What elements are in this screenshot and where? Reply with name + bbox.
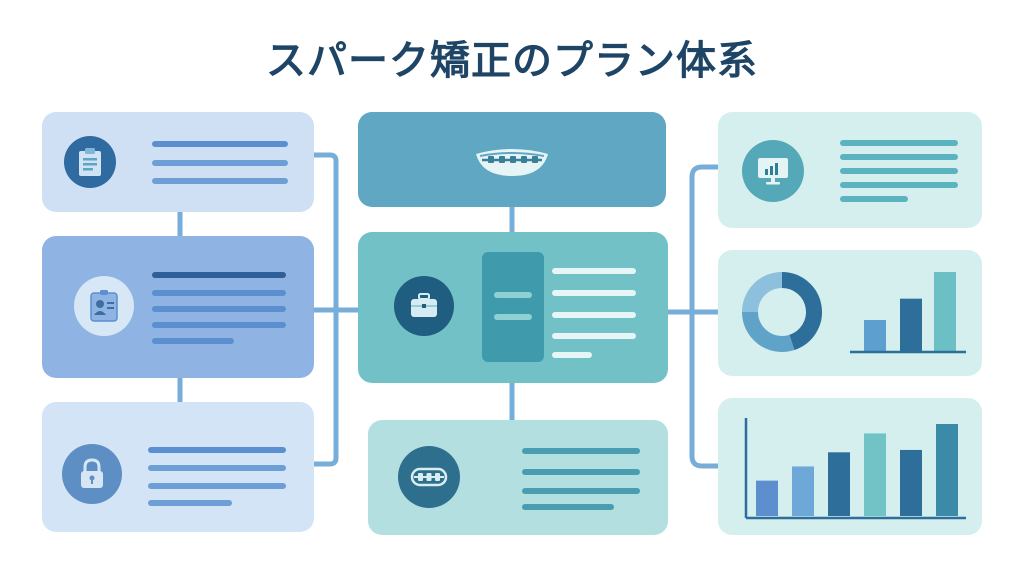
text-line	[552, 312, 636, 318]
briefcase-icon	[394, 276, 454, 336]
text-line	[152, 338, 234, 344]
center-card-main	[358, 232, 668, 383]
left-card-lock	[42, 402, 314, 532]
text-line	[148, 500, 232, 506]
monitor-chart-icon	[742, 140, 804, 202]
bar	[864, 433, 886, 516]
text-line	[148, 465, 286, 471]
padlock-icon	[62, 444, 122, 504]
text-line	[840, 140, 958, 146]
clipboard-icon	[64, 136, 116, 188]
text-line	[152, 141, 288, 147]
text-line	[840, 154, 958, 160]
side-panel	[482, 252, 544, 362]
bar	[864, 320, 886, 352]
text-line	[152, 160, 288, 166]
left-card-clipboard	[42, 112, 314, 212]
id-card-icon	[74, 276, 134, 336]
smile-braces-icon	[472, 140, 552, 180]
donut-slice	[781, 272, 822, 351]
bar	[828, 452, 850, 516]
bar	[900, 449, 922, 516]
text-line	[552, 333, 636, 339]
text-line	[552, 352, 592, 358]
small-bar-chart	[864, 272, 956, 352]
text-line	[522, 448, 640, 454]
connector-right-bracket	[689, 164, 721, 469]
text-line	[522, 469, 640, 475]
text-line	[494, 314, 532, 320]
text-line	[148, 447, 286, 453]
donut-slice	[742, 311, 795, 352]
left-card-id	[42, 236, 314, 378]
right-card-barchart	[718, 398, 982, 535]
bar	[936, 424, 958, 516]
text-line	[522, 504, 614, 510]
donut-and-bar-chart	[742, 272, 966, 354]
text-line	[152, 178, 288, 184]
center-card-braces	[368, 420, 668, 535]
text-line	[152, 322, 286, 328]
donut-slice	[742, 272, 783, 313]
right-card-charts	[718, 250, 982, 376]
page-title: スパーク矯正のプラン体系	[266, 38, 758, 84]
text-line	[840, 182, 958, 188]
bar	[756, 480, 778, 516]
text-line	[148, 483, 286, 489]
text-line	[152, 306, 286, 312]
text-line	[152, 272, 286, 278]
text-line	[494, 292, 532, 298]
bar-chart-icon	[744, 418, 966, 520]
text-line	[552, 290, 636, 296]
text-line	[840, 196, 908, 202]
bar	[792, 466, 814, 516]
center-card-smile	[358, 112, 666, 207]
text-line	[840, 168, 958, 174]
bar	[900, 298, 922, 352]
right-card-monitor	[718, 112, 982, 228]
bar	[934, 272, 956, 352]
braces-icon	[398, 446, 460, 508]
text-line	[522, 488, 640, 494]
donut-chart-icon	[742, 272, 822, 352]
text-line	[152, 290, 286, 296]
text-line	[552, 268, 636, 274]
